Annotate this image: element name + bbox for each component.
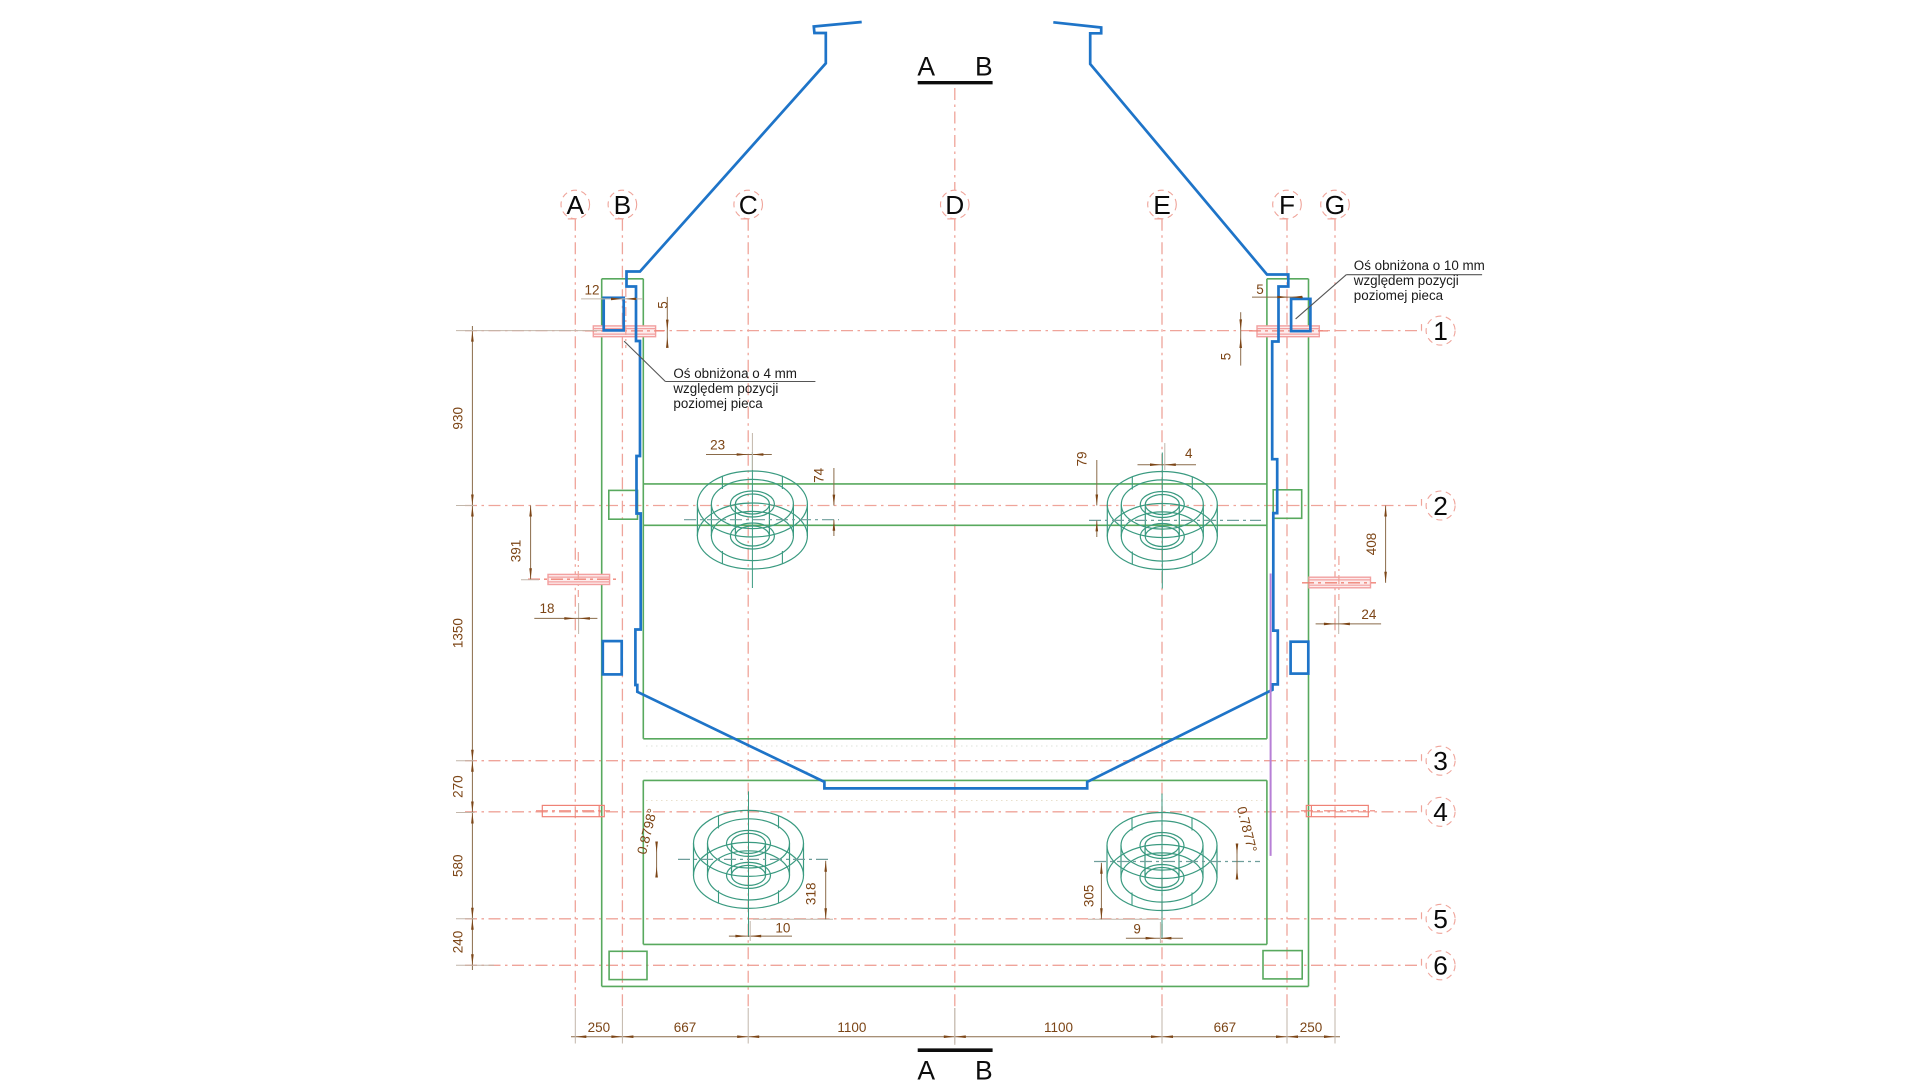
svg-text:A: A — [917, 1055, 935, 1080]
svg-text:F: F — [1279, 190, 1295, 220]
svg-text:240: 240 — [451, 931, 466, 954]
svg-text:667: 667 — [674, 1020, 697, 1035]
svg-text:18: 18 — [539, 601, 554, 616]
svg-text:5: 5 — [1433, 904, 1448, 934]
svg-text:3: 3 — [1433, 746, 1448, 776]
svg-text:D: D — [945, 190, 964, 220]
svg-text:4: 4 — [1185, 446, 1193, 461]
svg-text:580: 580 — [451, 854, 466, 877]
svg-text:5: 5 — [656, 301, 671, 309]
svg-text:24: 24 — [1361, 607, 1377, 622]
svg-text:G: G — [1325, 190, 1345, 220]
svg-text:A: A — [567, 190, 585, 220]
svg-text:408: 408 — [1364, 533, 1379, 556]
svg-text:79: 79 — [1075, 451, 1090, 466]
svg-text:1100: 1100 — [1044, 1020, 1073, 1035]
svg-text:1350: 1350 — [451, 618, 466, 648]
svg-text:250: 250 — [1300, 1020, 1323, 1035]
svg-text:667: 667 — [1214, 1020, 1237, 1035]
svg-text:1: 1 — [1433, 316, 1448, 346]
svg-text:270: 270 — [451, 775, 466, 798]
svg-text:12: 12 — [584, 283, 599, 298]
svg-text:1100: 1100 — [837, 1020, 866, 1035]
svg-text:5: 5 — [1256, 282, 1264, 297]
svg-text:6: 6 — [1433, 951, 1448, 981]
svg-text:10: 10 — [775, 921, 790, 936]
svg-text:B: B — [614, 190, 632, 220]
svg-text:391: 391 — [509, 540, 524, 563]
svg-text:B: B — [975, 1055, 993, 1080]
svg-text:23: 23 — [710, 437, 725, 452]
svg-text:318: 318 — [804, 883, 819, 906]
svg-text:250: 250 — [588, 1020, 611, 1035]
svg-text:4: 4 — [1433, 797, 1448, 827]
svg-text:305: 305 — [1081, 885, 1096, 908]
svg-text:E: E — [1153, 190, 1171, 220]
svg-text:C: C — [739, 190, 758, 220]
svg-text:B: B — [975, 51, 993, 81]
svg-text:74: 74 — [812, 467, 827, 483]
svg-text:5: 5 — [1219, 353, 1234, 361]
svg-text:9: 9 — [1133, 922, 1141, 937]
svg-text:2: 2 — [1433, 491, 1448, 521]
svg-text:A: A — [917, 51, 935, 81]
svg-text:930: 930 — [451, 407, 466, 430]
